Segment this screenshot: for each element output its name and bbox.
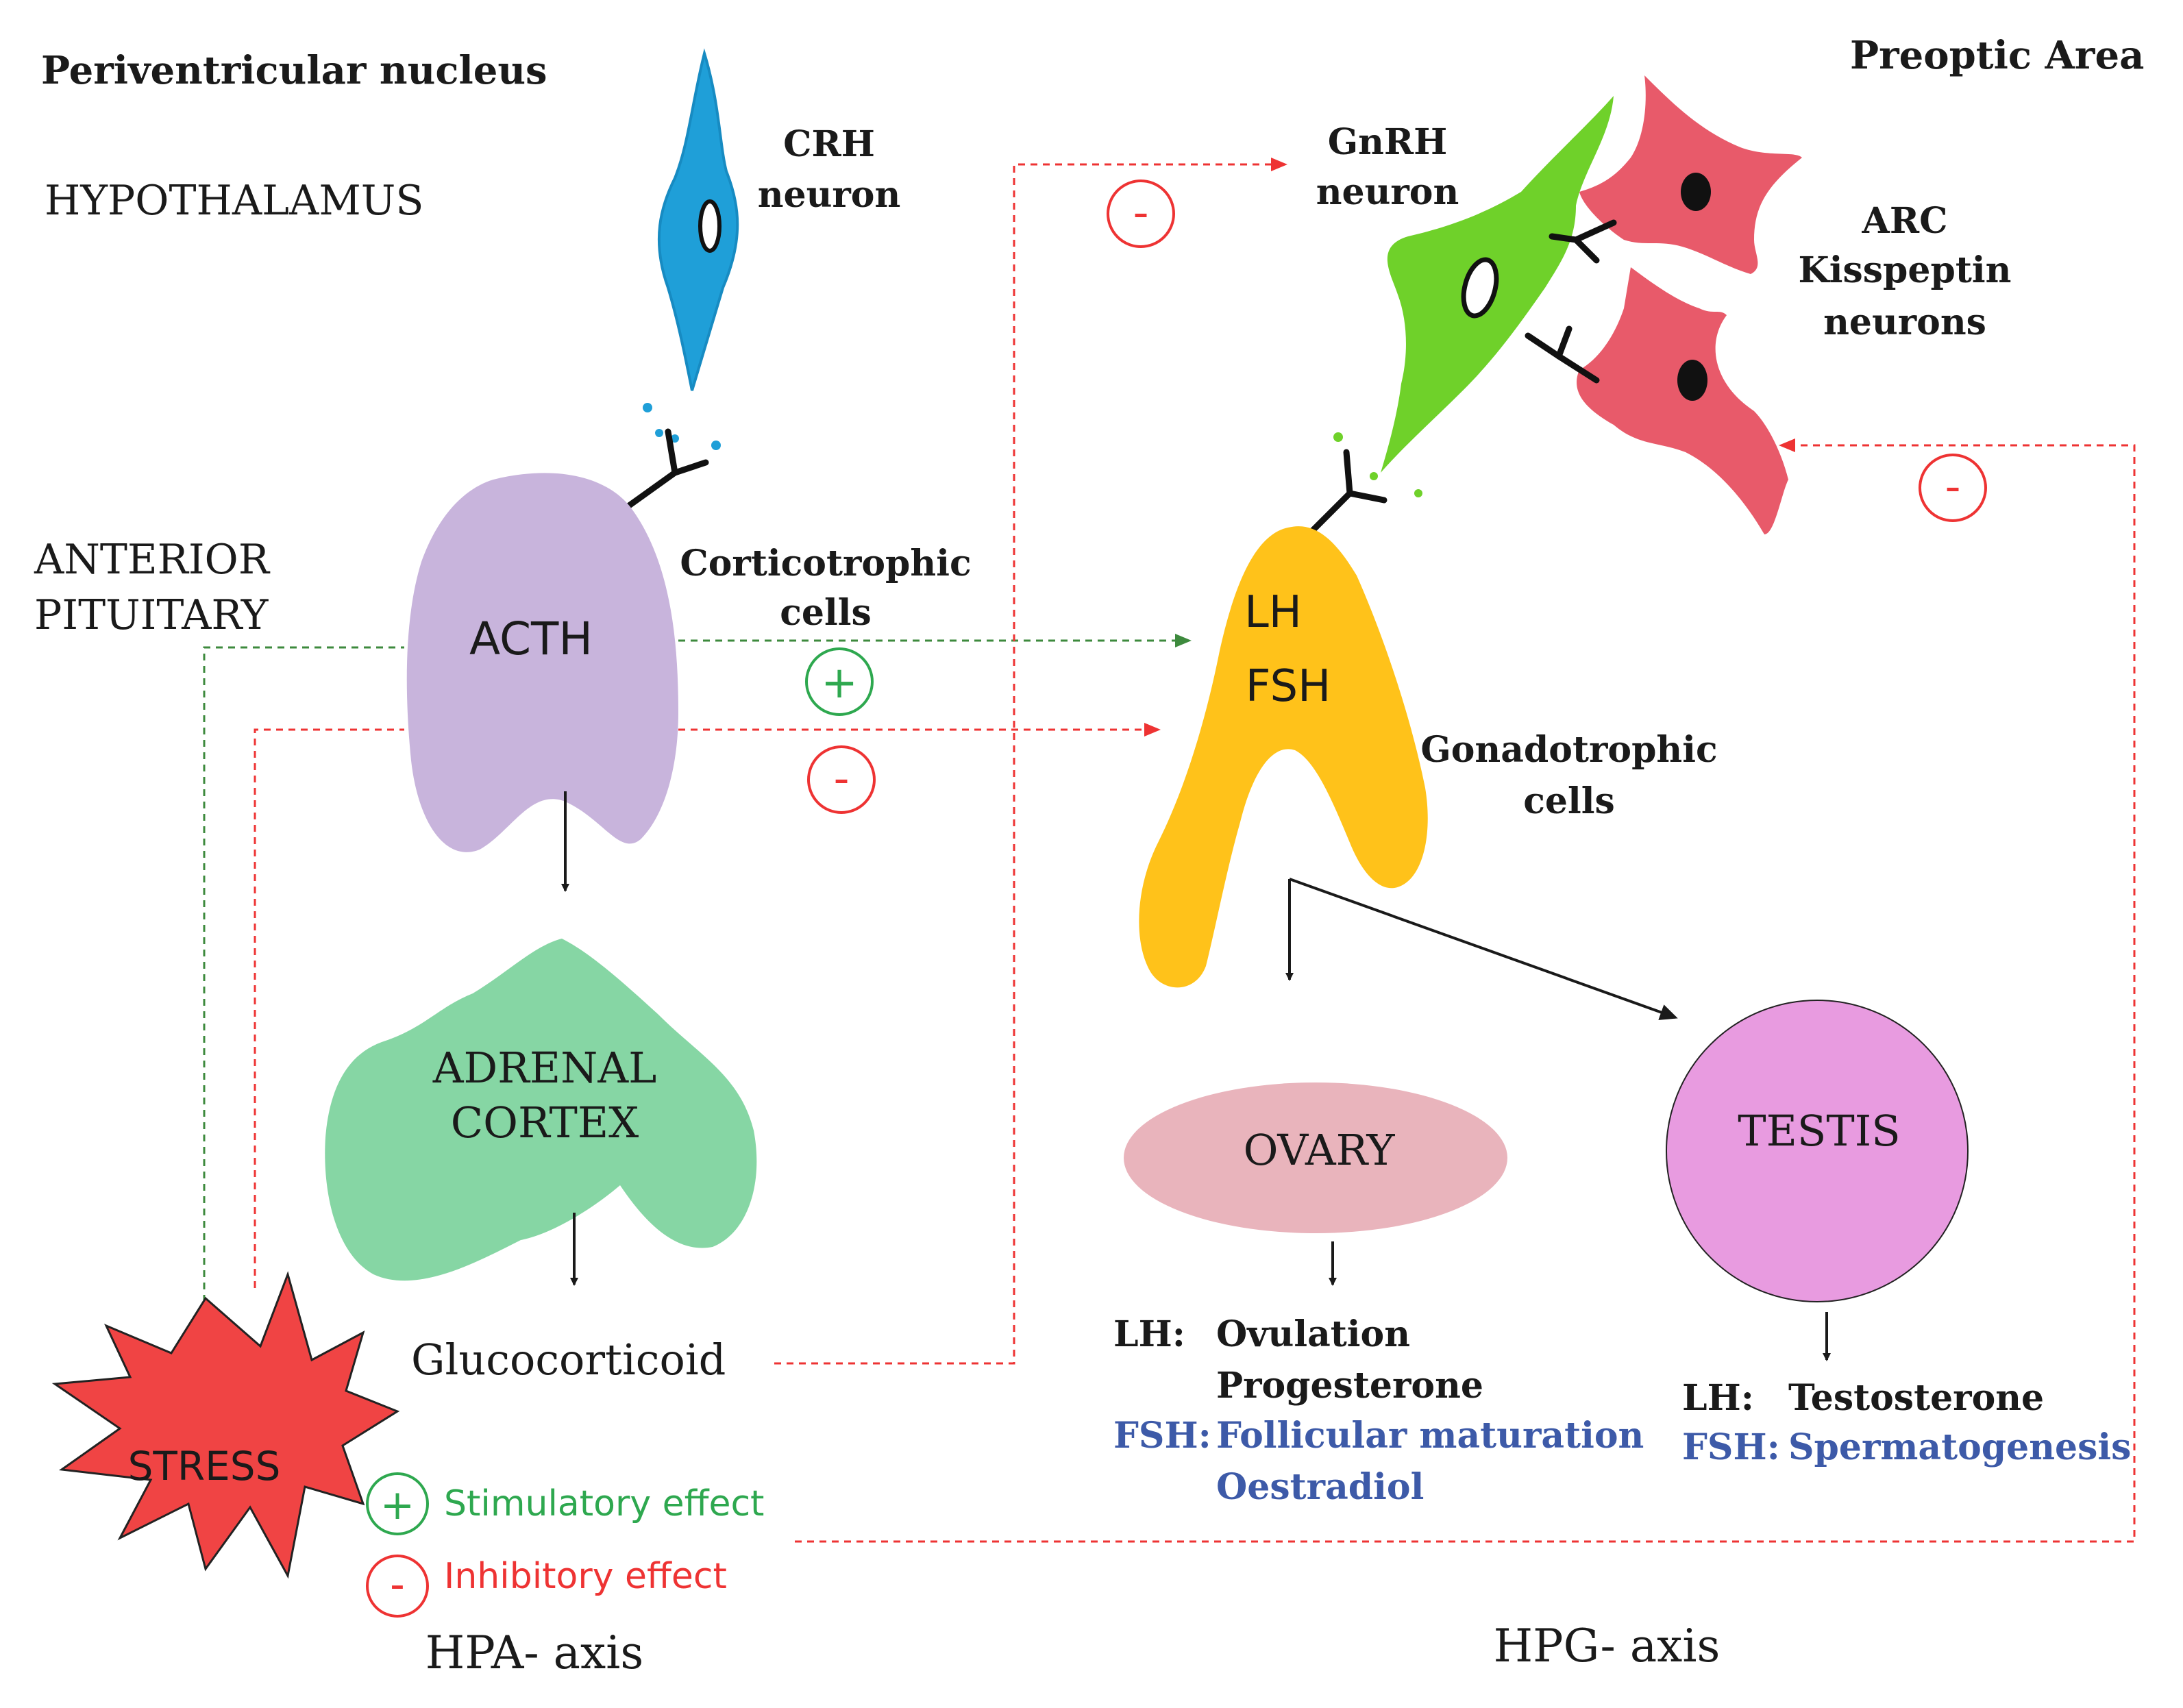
- gonadotrophic-label-line2: cells: [1523, 780, 1615, 822]
- legend-stimulatory: + Stimulatory effect: [366, 1472, 764, 1535]
- crh-label-line1: CRH: [783, 123, 875, 165]
- testis-lh-testosterone: Testosterone: [1788, 1377, 2044, 1419]
- gonadotrophic-cell: [1139, 526, 1428, 988]
- ovary-fsh-follicular: Follicular maturation: [1216, 1415, 1644, 1457]
- minus-sign-gnrh: -: [1107, 180, 1175, 248]
- legend-inhibitory-label: Inhibitory effect: [444, 1556, 727, 1597]
- ovary-lh-progesterone: Progesterone: [1216, 1365, 1483, 1407]
- minus-sign-kisspeptin: -: [1919, 454, 1987, 522]
- kisspeptin-neuron-upper: [1579, 75, 1802, 274]
- ovary-fsh-oestradiol: Oestradiol: [1216, 1466, 1424, 1508]
- minus-sign-acth-gonadotroph: -: [807, 745, 876, 814]
- legend-inhibitory: - Inhibitory effect: [366, 1555, 727, 1618]
- legend-plus-symbol: +: [380, 1481, 415, 1529]
- minus-symbol: -: [1945, 462, 1960, 512]
- gonadotroph-to-testis-arrow: [1289, 878, 1678, 1020]
- acth-label: ACTH: [469, 612, 593, 665]
- hypothalamus-label: HYPOTHALAMUS: [45, 177, 423, 225]
- legend-stimulatory-label: Stimulatory effect: [444, 1483, 764, 1524]
- gnrh-label-line1: GnRH: [1328, 121, 1448, 163]
- testis-fsh-prefix: FSH:: [1682, 1426, 1780, 1468]
- plus-sign-acth-gonadotroph: +: [805, 647, 874, 716]
- periventricular-label: Periventricular nucleus: [41, 48, 547, 93]
- anterior-pituitary-line2: PITUITARY: [34, 591, 269, 639]
- gnrh-synapse: [1305, 449, 1388, 538]
- corticotrophic-label-line1: Corticotrophic: [680, 543, 971, 584]
- minus-symbol: -: [833, 754, 849, 804]
- glucocorticoid-label: Glucocorticoid: [411, 1335, 726, 1385]
- arc-label-line3: neurons: [1823, 301, 1986, 343]
- testis-shape: [1666, 1000, 1969, 1302]
- stress-starburst: [51, 1271, 400, 1579]
- anterior-pituitary-line1: ANTERIOR: [34, 536, 271, 584]
- stress-to-kisspeptin-inhibitory-arrow: [795, 438, 2136, 1543]
- testis-lh-prefix: LH:: [1682, 1377, 1754, 1419]
- gnrh-label-line2: neuron: [1316, 171, 1459, 213]
- arc-label-line1: ARC: [1862, 200, 1948, 242]
- stress-to-acth-inhibitory-line: [254, 728, 404, 1288]
- ovary-shape: [1124, 1082, 1507, 1233]
- fsh-label: FSH: [1246, 661, 1331, 712]
- ovary-lh-prefix: LH:: [1113, 1313, 1185, 1355]
- arc-label-line2: Kisspeptin: [1799, 249, 2012, 291]
- gonadotrophic-label-line1: Gonadotrophic: [1420, 729, 1717, 771]
- corticotrophic-label-line2: cells: [780, 592, 872, 634]
- adrenal-label-line1: ADRENAL: [432, 1043, 657, 1093]
- testis-fsh-spermatogenesis: Spermatogenesis: [1788, 1426, 2131, 1468]
- stress-label: STRESS: [128, 1443, 281, 1489]
- minus-symbol: -: [1133, 188, 1148, 238]
- crh-label-line2: neuron: [758, 174, 901, 216]
- crh-neuron: [643, 48, 739, 450]
- hpg-axis-title: HPG- axis: [1494, 1620, 1720, 1672]
- glucocorticoid-to-gnrh-inhibitory-arrow: [774, 158, 1287, 1365]
- stress-to-acth-stimulatory-line: [203, 646, 404, 1302]
- testis-label: TESTIS: [1738, 1106, 1900, 1156]
- crh-synapse: [626, 428, 709, 509]
- preoptic-area-label: Preoptic Area: [1850, 33, 2144, 78]
- plus-symbol: +: [821, 658, 858, 708]
- kisspeptin-synapses: [1525, 219, 1617, 384]
- kisspeptin-neuron-lower: [1577, 267, 1788, 534]
- acth-corticotrophic-cell: [406, 473, 678, 852]
- hpa-axis-title: HPA- axis: [426, 1626, 643, 1679]
- adrenal-label-line2: CORTEX: [451, 1098, 639, 1148]
- gnrh-neuron: [1333, 96, 1614, 497]
- ovary-lh-ovulation: Ovulation: [1216, 1313, 1410, 1355]
- ovary-label: OVARY: [1244, 1125, 1396, 1175]
- adrenal-cortex-shape: [325, 939, 757, 1281]
- lh-label: LH: [1244, 587, 1302, 638]
- legend-minus-symbol: -: [390, 1561, 405, 1609]
- ovary-fsh-prefix: FSH:: [1113, 1415, 1211, 1457]
